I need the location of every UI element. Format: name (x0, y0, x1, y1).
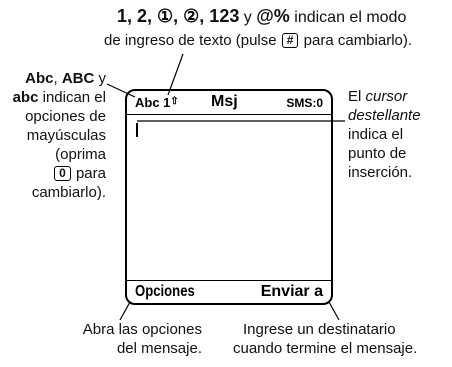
options-softkey[interactable]: Opciones (135, 283, 208, 301)
send-to-softkey[interactable]: Enviar a (261, 283, 323, 301)
zero-key-icon: 0 (54, 166, 71, 181)
text-mode-indicator: Abc 1⇧ (135, 95, 179, 110)
send-to-softkey-label: Enviar a (260, 283, 323, 300)
callout-text: punto de (348, 145, 407, 162)
callout-text: del mensaje. (116, 340, 202, 357)
callout-text: indican el (42, 89, 106, 106)
status-divider (127, 114, 331, 115)
screen-title: Msj (211, 93, 238, 110)
text-mode-callout-line2: de ingreso de texto (pulse # para cambia… (104, 31, 449, 50)
send-callout: Ingrese un destinatario cuando termine e… (233, 320, 449, 358)
send-leader-line (328, 301, 340, 321)
callout-text: Ingrese un destinatario (243, 321, 396, 338)
options-leader-line (119, 301, 131, 321)
mode-leader-line (167, 53, 184, 96)
options-callout: Abra las opciones del mensaje. (50, 320, 202, 358)
callout-text-italic: destellante (348, 107, 421, 124)
options-softkey-label: Opciones (135, 283, 195, 300)
softkey-divider (127, 280, 331, 281)
shift-arrow-icon: ⇧ (170, 96, 179, 107)
phone-screen: Abc 1⇧ Msj SMS:0 Opciones Enviar a (125, 89, 333, 305)
callout-text: para cambiarlo). (303, 32, 413, 49)
text-mode-label: Abc 1 (135, 95, 171, 110)
callout-text: cuando termine el mensaje. (233, 340, 418, 357)
callout-text: inserción. (348, 164, 413, 181)
case-abc-title: Abc (25, 70, 54, 87)
callout-text: cambiarlo). (31, 184, 106, 201)
case-abc-upper: ABC (61, 70, 95, 87)
case-callout: Abc, ABC y abc indican el opciones de ma… (0, 69, 106, 202)
callout-text-italic: cursor (365, 88, 408, 105)
callout-text: El (348, 88, 362, 105)
callout-text: para (75, 165, 106, 182)
cursor-callout: El cursor destellante indica el punto de… (348, 87, 452, 182)
callout-text: indican el modo (294, 9, 407, 26)
callout-text: (oprima (55, 146, 106, 163)
callout-text: de ingreso de texto (pulse (104, 32, 277, 49)
case-leader-line (106, 83, 136, 98)
symbol-mode: @% (256, 6, 290, 26)
callout-text: Abra las opciones (82, 321, 202, 338)
blinking-cursor[interactable] (136, 123, 138, 137)
callout-text: mayúsculas (26, 127, 106, 144)
text-mode-list: 1, 2, ①, ②, 123 (117, 6, 240, 26)
separator: , (53, 70, 58, 87)
callout-text: indica el (348, 126, 404, 143)
conjunction: y (98, 70, 107, 87)
sms-counter: SMS:0 (286, 96, 323, 110)
text-mode-callout: 1, 2, ①, ②, 123 y @% indican el modo (117, 6, 447, 28)
case-abc-lower: abc (12, 89, 39, 106)
conjunction: y (243, 9, 252, 26)
callout-text: opciones de (25, 108, 106, 125)
pound-key-icon: # (281, 33, 299, 48)
